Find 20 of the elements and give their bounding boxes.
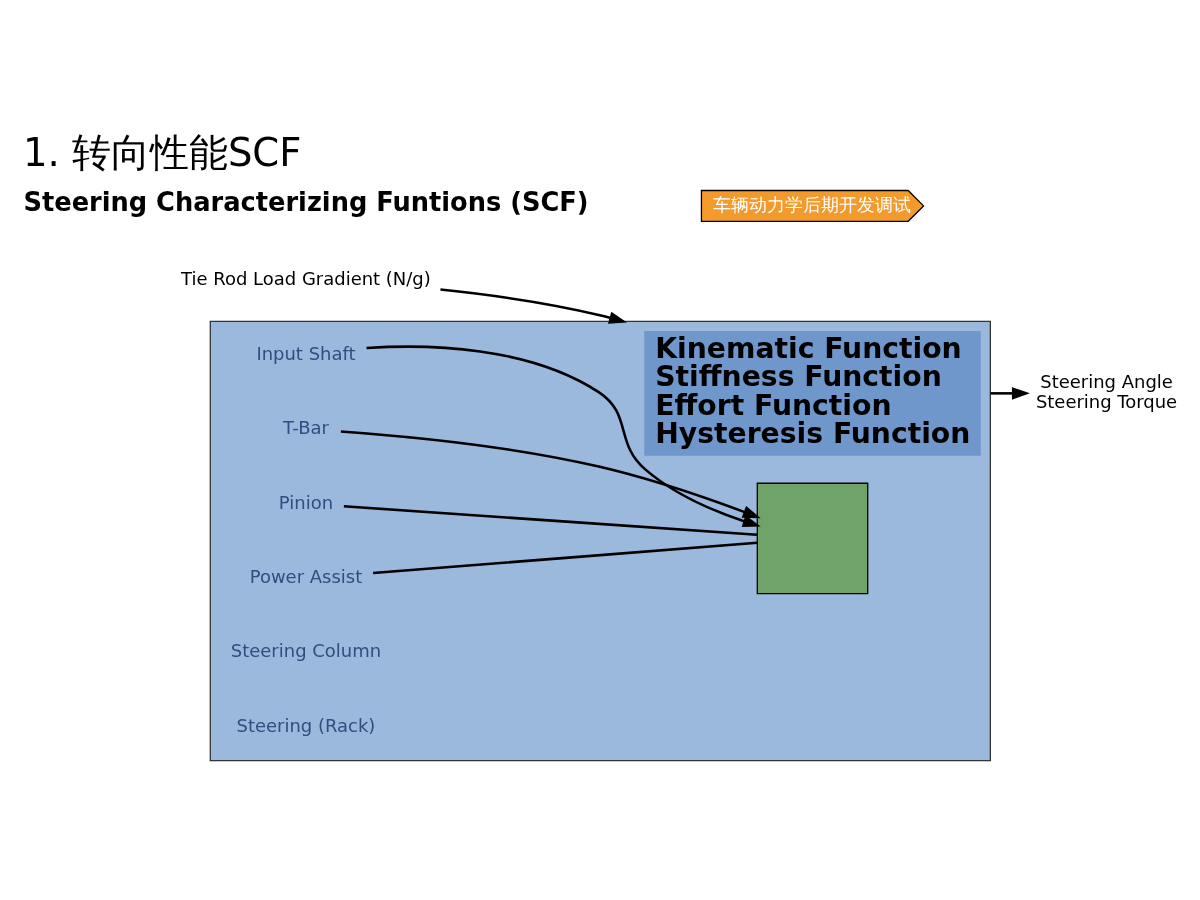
node-box: Kinematic Function Stiffness Function Effort Function Hysteresis Function bbox=[644, 330, 981, 456]
label: Steering (Rack) bbox=[236, 714, 376, 736]
node-text: Pinion bbox=[278, 491, 334, 513]
label: Steering Characterizing Funtions (SCF) bbox=[23, 186, 589, 217]
connector bbox=[373, 540, 758, 574]
cluster bbox=[209, 320, 991, 761]
node-text: Steering Angle Steering Torque bbox=[1035, 370, 1178, 412]
label: 车辆动力学后期开发调试 bbox=[713, 193, 912, 215]
arrow bbox=[440, 287, 628, 324]
node-text: Tie Rod Load Gradient (N/g) bbox=[181, 267, 431, 289]
node-box bbox=[756, 482, 869, 594]
label: Steering Column bbox=[230, 639, 382, 661]
arrow bbox=[990, 386, 1030, 400]
connector bbox=[343, 504, 757, 536]
diagram-title: 1. 转向性能SCF bbox=[22, 129, 302, 175]
arrow bbox=[366, 344, 761, 527]
node-text: T-Bar bbox=[283, 416, 329, 438]
arrow bbox=[340, 429, 761, 518]
node-text: Input Shaft bbox=[256, 342, 356, 364]
node-text: Power Assist bbox=[249, 565, 363, 587]
